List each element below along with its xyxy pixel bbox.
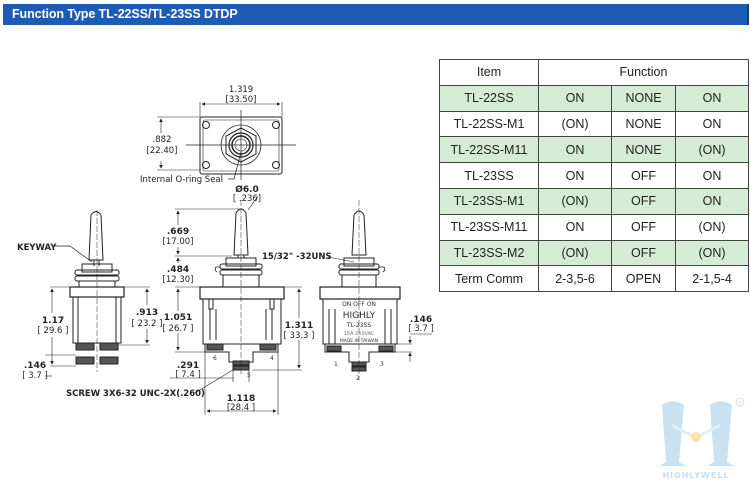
front-view (170, 195, 355, 415)
rear-model: TL-23SS (346, 322, 372, 329)
item-cell: Term Comm (439, 265, 539, 293)
position-3-cell: ON (675, 162, 749, 189)
side-terminal-mm: [ 3.7 ] (22, 371, 48, 381)
keyway-label: KEYWAY (17, 243, 57, 253)
item-cell: TL-23SS-M1 (439, 187, 539, 215)
rear-positions: ON OFF ON (342, 301, 376, 308)
side-height-mm: [ 29.6 ] (38, 326, 69, 336)
side-height-in: 1.17 (42, 316, 64, 326)
item-cell: TL-22SS (439, 84, 539, 112)
terminal-4: 4 (270, 355, 274, 362)
rear-origin: MADE IN TAIWAN (340, 338, 378, 344)
term-offset-in: .291 (177, 361, 199, 371)
side-terminal-in: .146 (24, 361, 46, 371)
position-2-cell: NONE (611, 136, 676, 164)
rear-terminal-mm: [ 3.7 ] (408, 324, 434, 334)
item-cell: TL-22SS-M1 (439, 110, 539, 138)
width-mm: [28.4 ] (227, 403, 255, 413)
position-1-cell: (ON) (538, 110, 612, 138)
rear-terminal-in: .146 (410, 315, 432, 325)
oring-note: Internal O-ring Seal (140, 175, 223, 185)
side-body-mm: [ 23.2 ] (132, 319, 163, 329)
front-lever (233, 208, 249, 256)
lever (88, 211, 104, 261)
lever-length-mm: [17.00] (163, 237, 194, 247)
position-3-cell: 2-1,5-4 (675, 265, 749, 293)
position-3-cell: ON (675, 84, 749, 112)
position-2-cell: OFF (611, 187, 676, 215)
item-cell: TL-22SS-M11 (439, 136, 539, 164)
mount-hole (272, 121, 280, 129)
highlywell-logo: ® HIGHLYWELL (659, 397, 745, 480)
table-row: TL-23SS-M2(ON)OFF(ON) (439, 239, 749, 267)
terminal-6: 6 (213, 355, 217, 362)
terminal-3: 3 (380, 361, 384, 368)
side-view (45, 210, 150, 377)
position-3-cell: (ON) (675, 239, 749, 267)
top-height-in: .882 (153, 135, 172, 145)
rear-brand: HIGHLY (343, 311, 376, 321)
total-height-in: 1.311 (285, 321, 313, 331)
mount-hole (202, 161, 210, 169)
item-cell: TL-23SS-M11 (439, 213, 539, 241)
tip-diameter-in: [ .236] (233, 194, 261, 204)
side-body-in: .913 (136, 308, 158, 318)
header-bar: Function Type TL-22SS/TL-23SS DTDP (3, 4, 749, 25)
bushing-length-mm: [12.30] (163, 275, 194, 285)
logo-text: HIGHLYWELL (662, 471, 729, 480)
top-height-mm: [22.40] (147, 146, 178, 156)
top-width-in: 1.319 (229, 85, 253, 95)
rear-view (319, 200, 432, 380)
position-1-cell: (ON) (538, 239, 612, 267)
terminal-5: 5 (247, 372, 251, 379)
logo-left-pillar (659, 401, 686, 466)
position-3-cell: ON (675, 187, 749, 215)
position-2-cell: OFF (611, 162, 676, 189)
tip-diameter: Ø6.0 (235, 184, 259, 195)
total-height-mm: [ 33.3 ] (284, 331, 315, 341)
logo-right-pillar (707, 401, 734, 466)
header-function: Function (538, 59, 749, 86)
terminal-2: 2 (356, 375, 360, 382)
top-view (157, 102, 296, 180)
width-in: 1.118 (227, 394, 255, 404)
table-header-row: Item Function (439, 59, 749, 86)
position-1-cell: ON (538, 162, 612, 189)
position-1-cell: ON (538, 136, 612, 164)
position-2-cell: OFF (611, 239, 676, 267)
bushing-length-in: .484 (167, 265, 189, 275)
page-title: Function Type TL-22SS/TL-23SS DTDP (12, 7, 238, 21)
lever-length-in: .669 (167, 227, 189, 237)
registered-mark: ® (738, 400, 743, 407)
mount-hole (202, 121, 210, 129)
position-3-cell: (ON) (675, 136, 749, 164)
body-height-mm: [ 26.7 ] (163, 324, 194, 334)
thread-spec: 15/32" -32UNS (262, 252, 332, 262)
rear-rating: 15A 250VAC (344, 331, 375, 337)
position-2-cell: OPEN (611, 265, 676, 293)
terminal-1: 1 (334, 361, 338, 368)
position-2-cell: NONE (611, 84, 676, 112)
body-height-in: 1.051 (164, 313, 192, 323)
term-offset-mm: [ 7.4 ] (175, 370, 201, 380)
screw-note: SCREW 3X6-32 UNC-2X(.260) (66, 389, 205, 399)
position-3-cell: ON (675, 110, 749, 138)
position-1-cell: ON (538, 84, 612, 112)
top-width-mm: [33.50] (226, 95, 257, 105)
logo-center-dot (691, 432, 701, 442)
position-1-cell: 2-3,5-6 (538, 265, 612, 293)
mount-hole (272, 161, 280, 169)
rear-lever (351, 210, 367, 256)
position-1-cell: ON (538, 213, 612, 241)
